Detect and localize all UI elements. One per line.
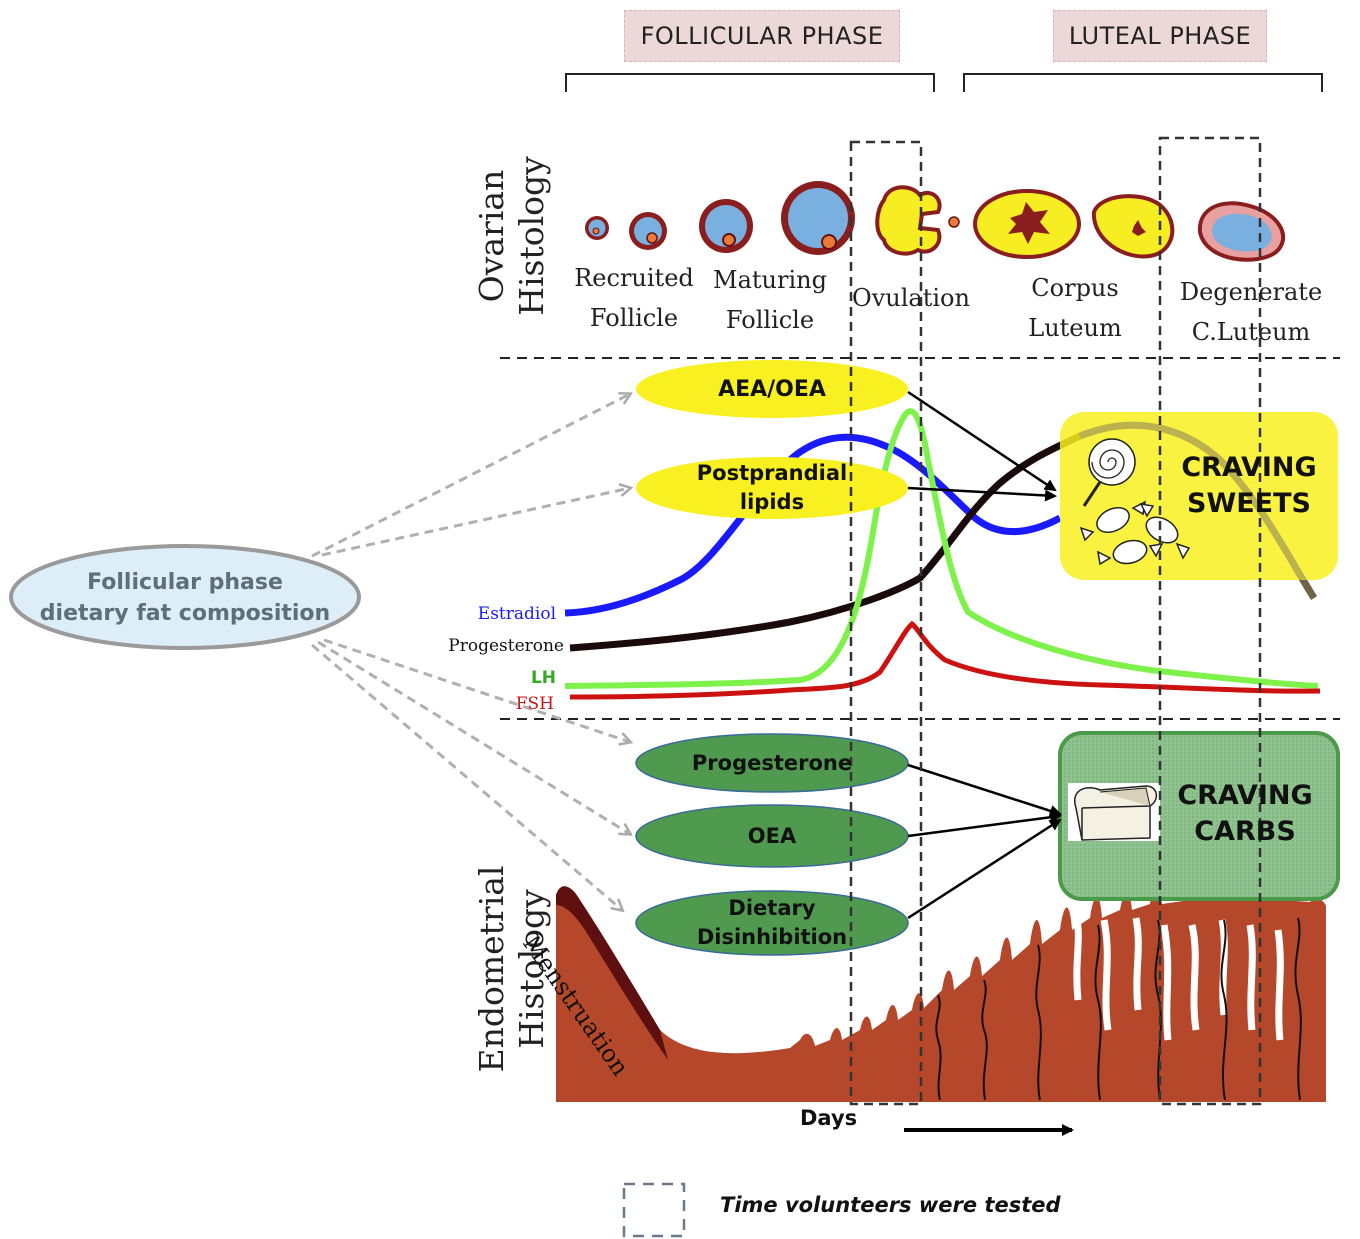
luteal-bracket	[963, 73, 1323, 92]
lh-curve	[564, 408, 1319, 689]
craving-sweets-label: CRAVING SWEETS	[1181, 452, 1317, 519]
recruited-follicle-label: Recruited Follicle	[574, 264, 694, 332]
postprandial-lipids-label: Postprandial lipids	[696, 461, 848, 514]
degenerate-corpus-luteum-label: Degenerate C.Luteum	[1179, 278, 1323, 346]
testing-window-luteal	[1158, 136, 1262, 1106]
progesterone-label: Progesterone	[448, 636, 564, 656]
luteal-phase-label: LUTEAL PHASE	[1053, 10, 1267, 62]
recruited-follicle	[629, 212, 667, 250]
mature-follicle	[781, 181, 855, 255]
ovulation-label: Ovulation	[852, 284, 970, 312]
craving-arrows	[907, 390, 1062, 920]
corpus-luteum-early	[973, 189, 1081, 259]
candy-icon	[1079, 500, 1191, 566]
follicular-phase-label: FOLLICULAR PHASE	[624, 10, 900, 62]
degenerate-corpus-luteum	[1197, 201, 1286, 262]
aea-oea-ellipse	[636, 360, 908, 418]
legend-label: Time volunteers were tested	[720, 1193, 1061, 1217]
dietary-disinhibition-label: Dietary Disinhibition	[696, 896, 848, 949]
lh-label: LH	[530, 668, 556, 688]
menstrual-lining	[556, 886, 668, 1060]
progesterone-ellipse	[635, 733, 909, 793]
diet-label: Follicular phase dietary fat composition	[39, 570, 331, 626]
oea-factor-label: OEA	[747, 823, 797, 848]
corpus-luteum-label: Corpus Luteum	[1028, 274, 1122, 342]
corpus-luteum	[1091, 194, 1175, 259]
craving-carbs-label: CRAVING CARBS	[1177, 780, 1313, 847]
ovulation-follicle	[875, 185, 960, 256]
diet-ellipse	[9, 544, 361, 650]
estradiol-curve	[564, 433, 1062, 617]
follicular-bracket	[565, 73, 935, 92]
testing-window-ovulation	[849, 140, 923, 1106]
recruited-follicle-small	[585, 216, 609, 240]
legend-dashed-box	[622, 1182, 686, 1238]
diet-influence-arrows	[311, 394, 630, 910]
ovarian-histology-label: Ovarian Histology	[472, 156, 551, 316]
estradiol-label: Estradiol	[477, 604, 556, 624]
progesterone-curve-overlay	[1078, 421, 1317, 600]
fsh-label: FSH	[515, 694, 554, 714]
maturing-follicle	[699, 199, 753, 253]
lollipop-icon	[1082, 438, 1136, 507]
endometrial-glands	[1072, 914, 1284, 1041]
fsh-curve	[569, 620, 1321, 700]
progesterone-factor-label: Progesterone	[691, 750, 853, 775]
bread-icon	[1068, 783, 1160, 841]
disinhibition-ellipse	[635, 890, 909, 956]
endometrium-tissue	[556, 886, 1326, 1102]
aea-oea-label: AEA/OEA	[718, 376, 826, 402]
postprandial-lipids-ellipse	[636, 457, 908, 519]
days-label: Days	[800, 1106, 858, 1130]
maturing-follicle-label: Maturing Follicle	[713, 266, 827, 334]
